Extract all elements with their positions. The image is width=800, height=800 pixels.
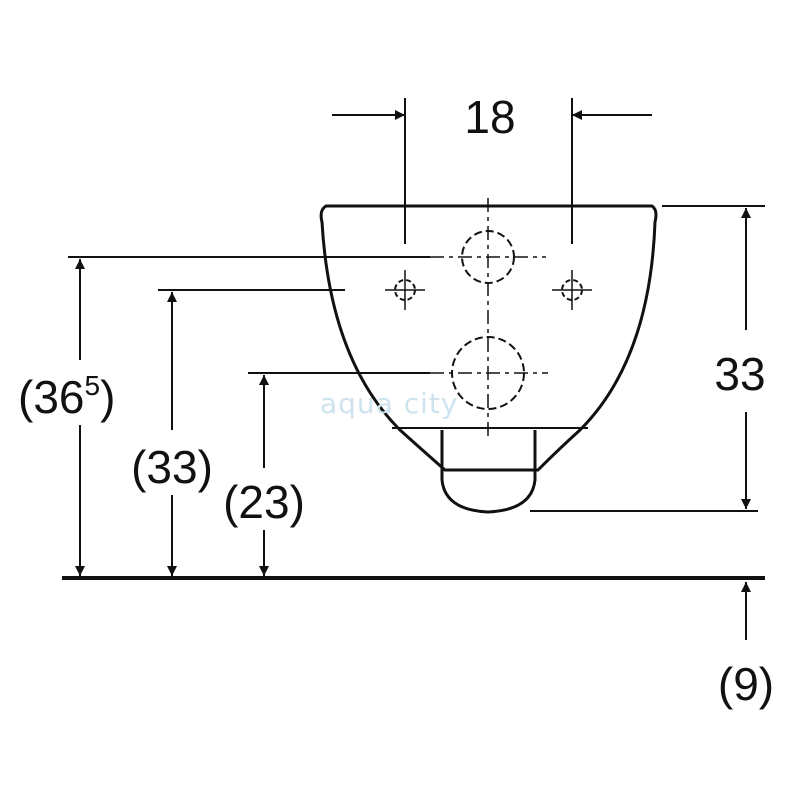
height-23-label: (23) (223, 476, 305, 528)
height-33-fix-label: (33) (131, 441, 213, 493)
toilet-outlet-spigot (440, 430, 537, 514)
floor-offset-label: (9) (718, 658, 774, 710)
right-height-label: 33 (714, 348, 765, 400)
watermark-text: aqua city (320, 387, 458, 420)
toilet-bowl-outline (319, 204, 658, 472)
right-fixing-bolt (552, 270, 592, 310)
left-fixing-bolt (385, 270, 425, 310)
height-36-5-label: (365) (18, 370, 115, 423)
top-width-label: 18 (464, 91, 515, 143)
